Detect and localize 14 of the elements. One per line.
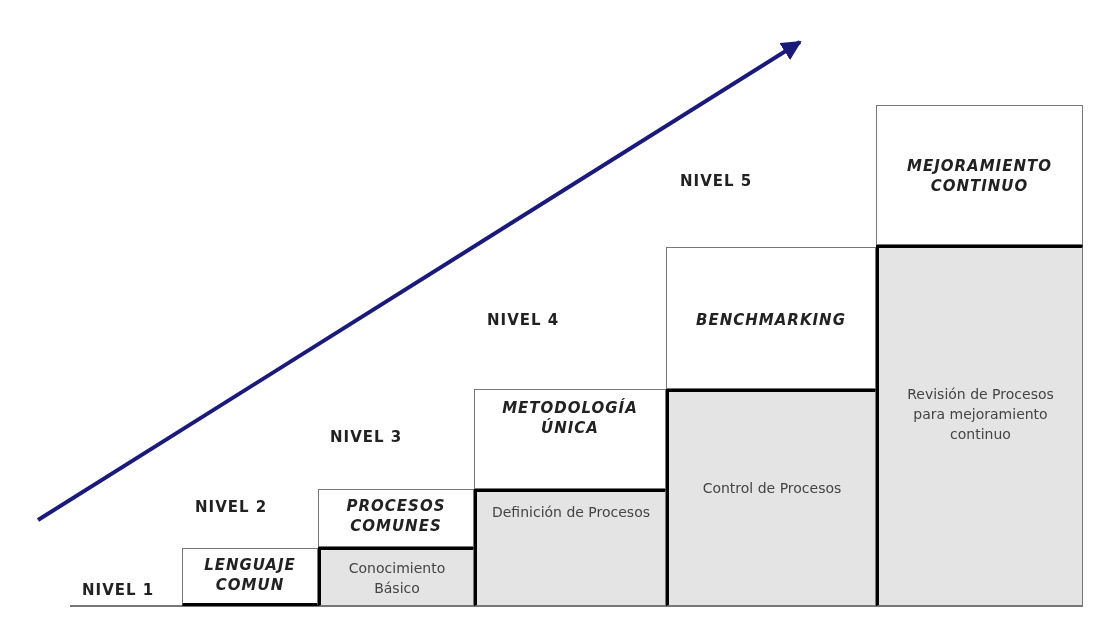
level-label: NIVEL 2 [195, 498, 268, 516]
foundation-box: Definición de Procesos [474, 489, 666, 606]
foundation-box: Conocimiento Básico [318, 547, 474, 606]
level-label: NIVEL 4 [487, 311, 560, 329]
foundation-box: Control de Procesos [666, 389, 876, 606]
level-box: BENCHMARKING [666, 247, 876, 389]
level-box: PROCESOS COMUNES [318, 489, 474, 547]
level-label: NIVEL 5 [680, 172, 753, 190]
foundation-box: Revisión de Procesos para mejoramiento continuo [876, 245, 1083, 606]
level-label: NIVEL 3 [330, 428, 403, 446]
level-label: NIVEL 1 [82, 581, 155, 599]
level-box: LENGUAJE COMUN [182, 548, 318, 606]
level-box: METODOLOGÍA ÚNICA [474, 389, 666, 489]
level-box: MEJORAMIENTO CONTINUO [876, 105, 1083, 245]
